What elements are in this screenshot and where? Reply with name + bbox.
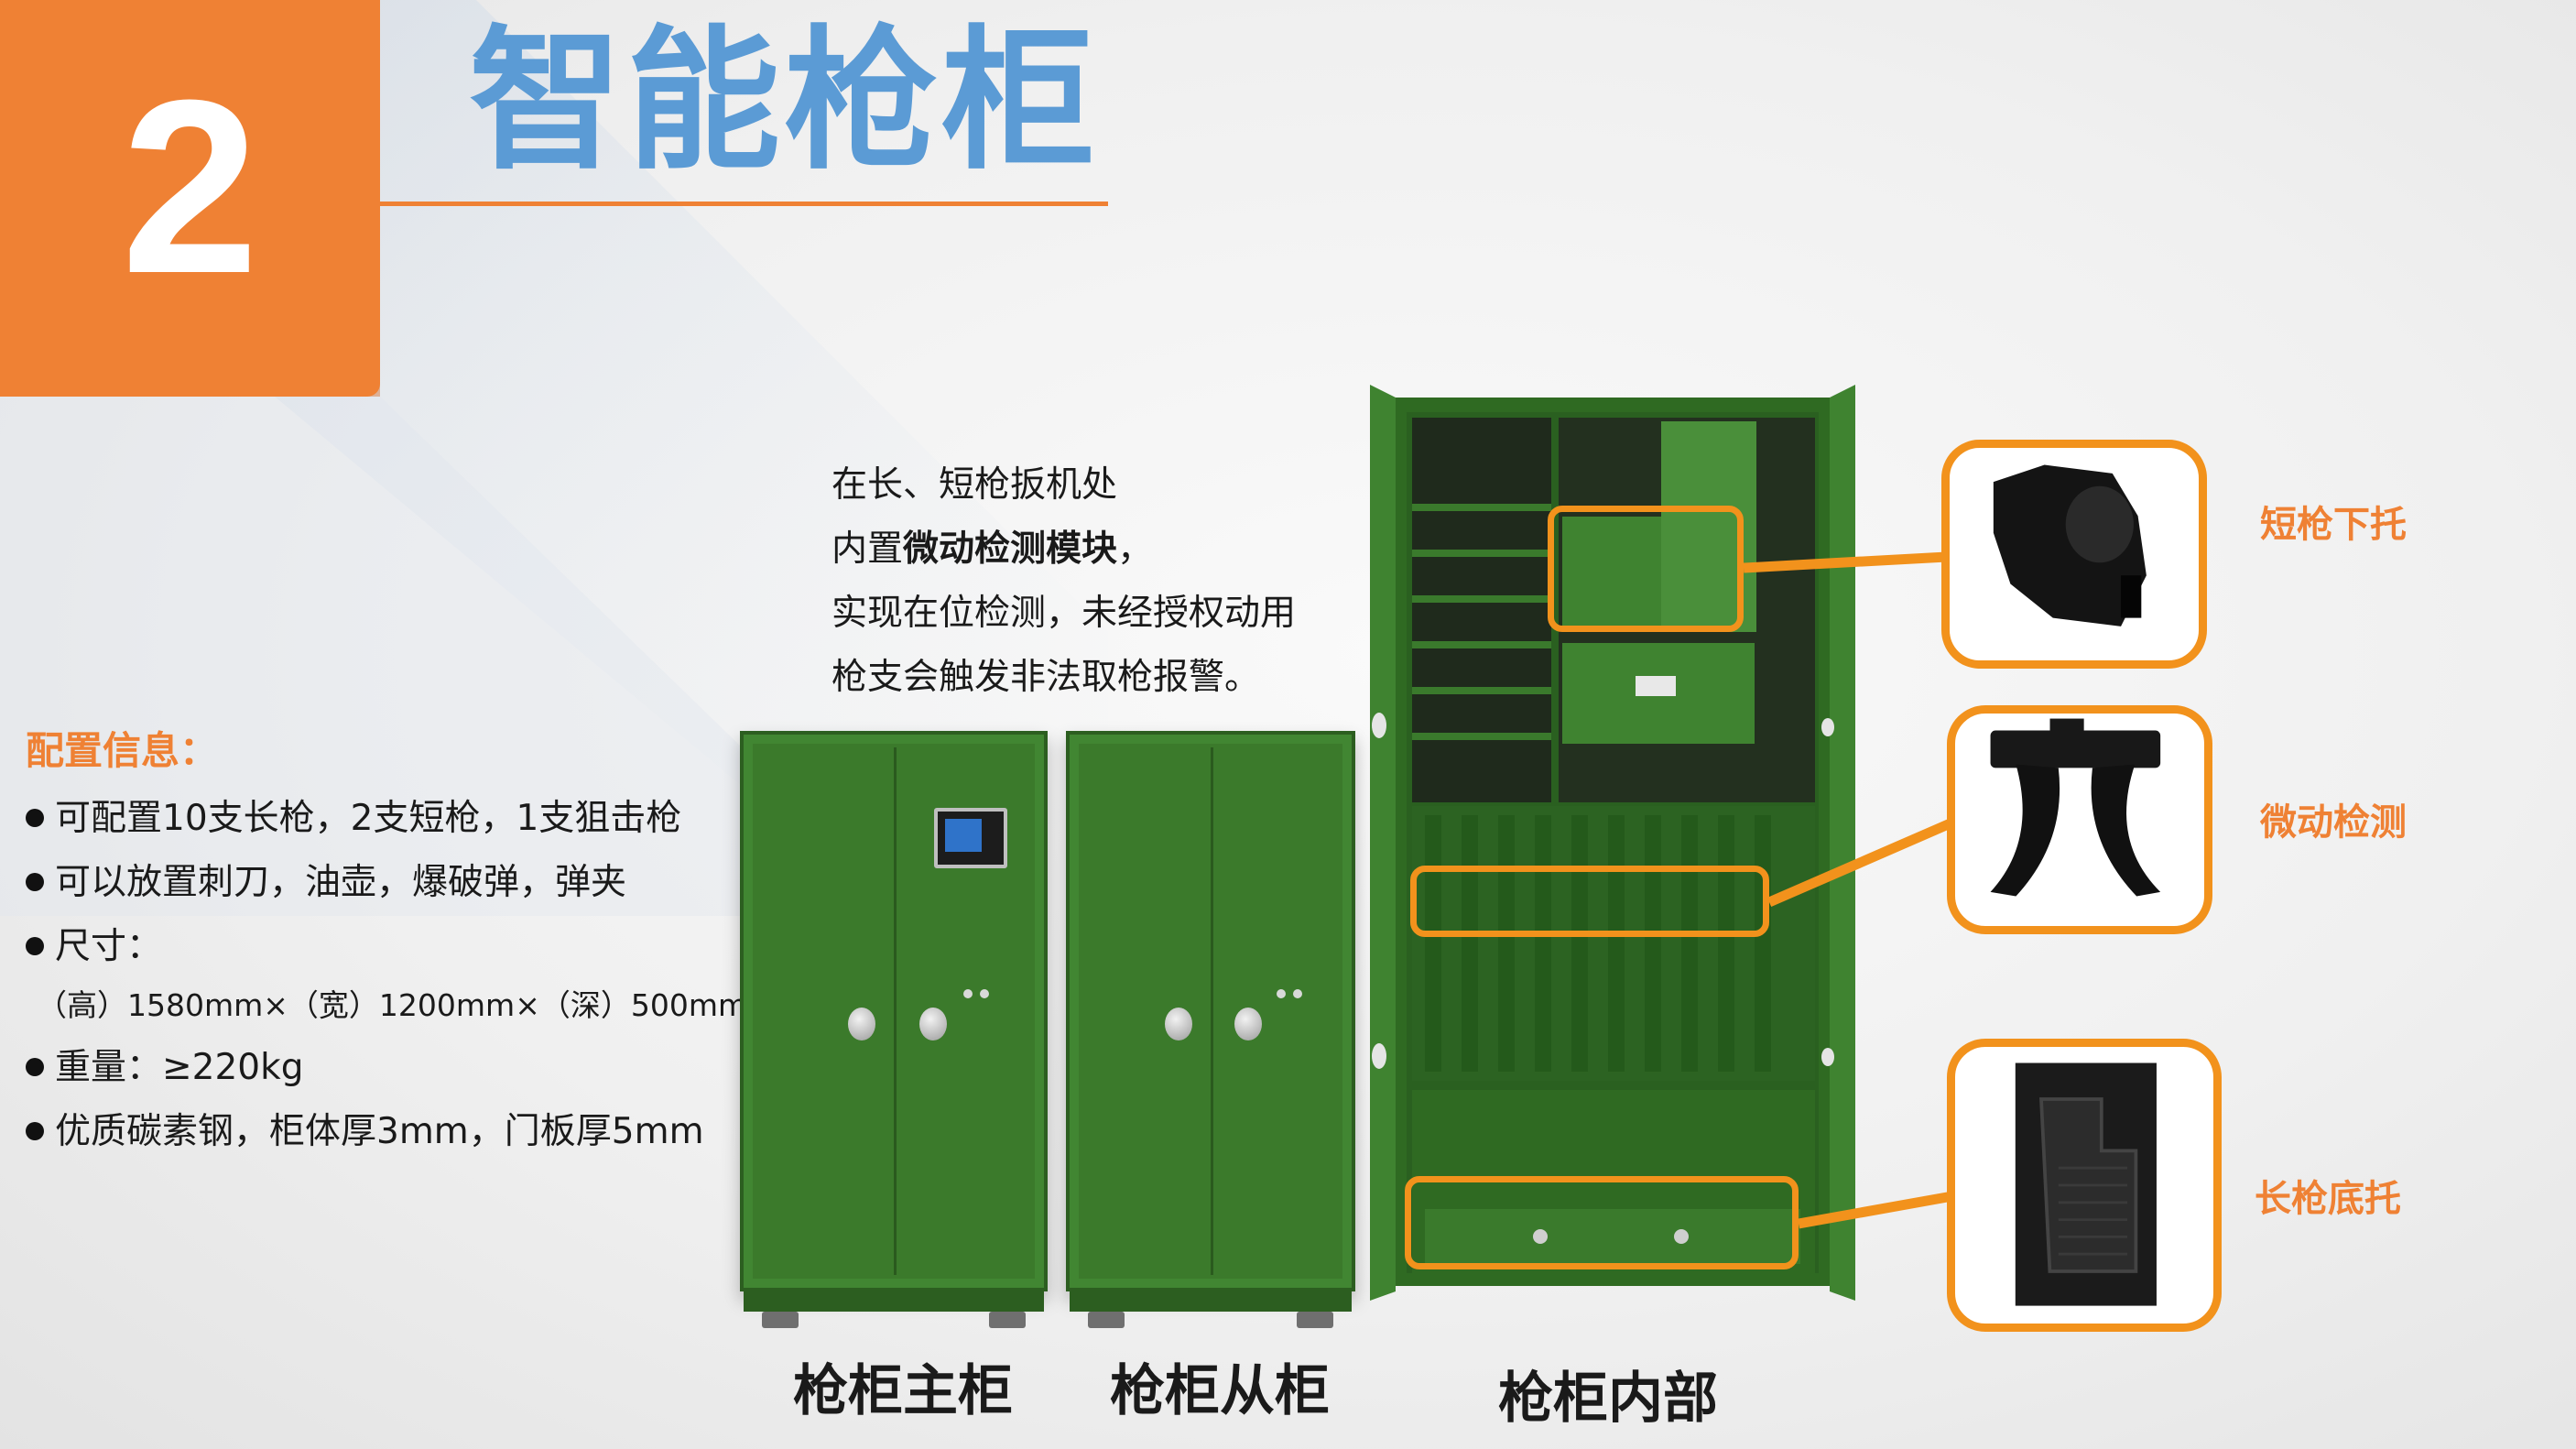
bullet-icon (26, 936, 44, 955)
short-gun-holder-highlight (1548, 506, 1744, 632)
door-lock-knob (1165, 1008, 1192, 1040)
short-gun-holder-icon (1993, 464, 2147, 626)
short-gun-holder-photo (1941, 440, 2207, 669)
description-line: 内置微动检测模块， (831, 528, 1154, 570)
micro-switch-icon (1990, 718, 2161, 897)
main-cabinet-caption: 枪柜主柜 (793, 1359, 1013, 1423)
micro-detect-label: 微动检测 (2260, 801, 2407, 844)
bullet-icon (26, 1057, 44, 1076)
long-gun-base-icon (2015, 1062, 2157, 1306)
section-number: 2 (121, 49, 259, 325)
config-title: 配置信息： (26, 728, 219, 773)
indicator-dot (1277, 989, 1286, 998)
description-line: 实现在位检测，未经授权动用 (831, 593, 1297, 634)
config-item: 尺寸： (26, 918, 162, 969)
cabinet-foot (1297, 1312, 1333, 1328)
cabinet-foot (1088, 1312, 1125, 1328)
description-highlight: 微动检测模块 (903, 528, 1118, 570)
sub-cabinet-caption: 枪柜从柜 (1110, 1359, 1330, 1423)
interior-caption: 枪柜内部 (1498, 1367, 1718, 1431)
cabinet-foot (762, 1312, 799, 1328)
door-seam (1211, 747, 1213, 1275)
door-lock-knob (1234, 1008, 1262, 1040)
short-gun-holder-label: 短枪下托 (2260, 504, 2407, 546)
cabinet-interior-image (1370, 385, 1855, 1301)
bullet-icon (26, 808, 44, 827)
door-lock-knob (919, 1008, 947, 1040)
cabinet-foot (989, 1312, 1026, 1328)
door-seam (894, 747, 897, 1275)
long-gun-base-highlight (1405, 1176, 1799, 1269)
title-underline (380, 202, 1108, 206)
indicator-dot (980, 989, 989, 998)
page-title: 智能枪柜 (469, 11, 1099, 191)
feature-description: 在长、短枪扳机处 内置微动检测模块， 实现在位检测，未经授权动用 枪支会触发非法… (831, 453, 1296, 710)
bullet-icon (26, 1121, 44, 1140)
indicator-dot (1293, 989, 1302, 998)
config-item: 重量：≥220kg (26, 1039, 303, 1090)
main-cabinet-image (740, 731, 1048, 1328)
sub-cabinet-image (1066, 731, 1355, 1328)
door-lock-knob (848, 1008, 875, 1040)
config-dimensions: （高）1580mm×（宽）1200mm×（深）500mm (37, 987, 748, 1023)
micro-detect-photo (1947, 705, 2212, 934)
description-line: 在长、短枪扳机处 (831, 464, 1118, 506)
cabinet-base (1070, 1288, 1352, 1312)
cabinet-base (744, 1288, 1044, 1312)
description-line: 枪支会触发非法取枪报警。 (831, 657, 1261, 698)
config-item: 可以放置刺刀，油壶，爆破弹，弹夹 (26, 854, 626, 905)
touchscreen-panel (934, 808, 1007, 868)
micro-detect-highlight (1410, 866, 1769, 937)
bullet-icon (26, 872, 44, 891)
indicator-dot (963, 989, 973, 998)
config-item: 可配置10支长枪，2支短枪，1支狙击枪 (26, 790, 681, 841)
config-item: 优质碳素钢，柜体厚3mm，门板厚5mm (26, 1103, 704, 1154)
long-gun-base-photo (1947, 1039, 2222, 1332)
long-gun-base-label: 长枪底托 (2255, 1178, 2401, 1220)
